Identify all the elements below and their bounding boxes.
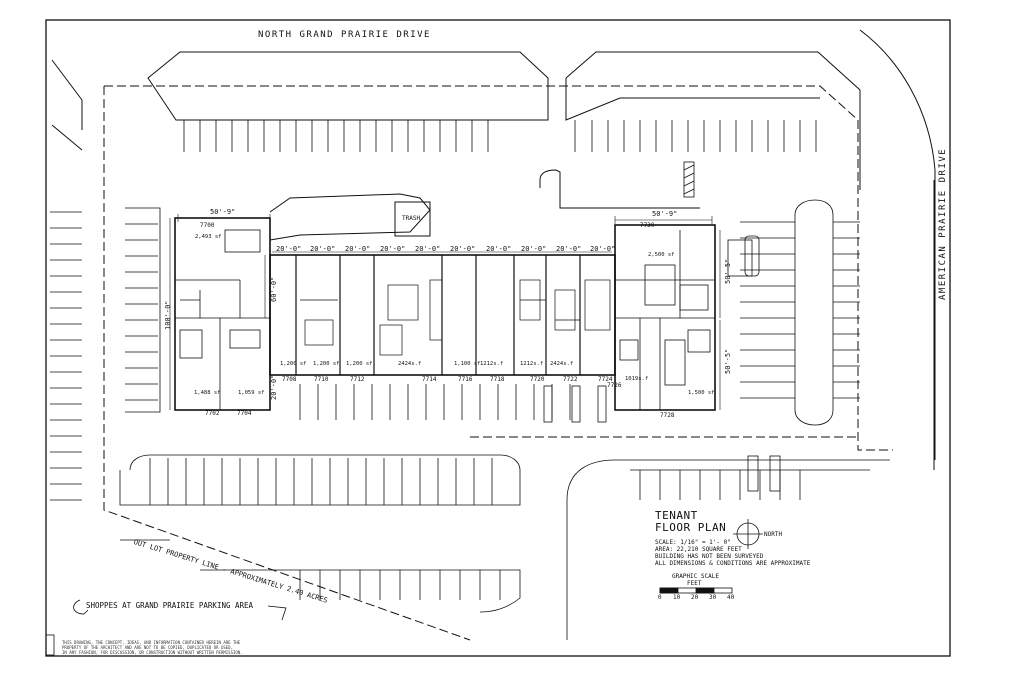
south-parking (119, 384, 890, 640)
north-label: NORTH (764, 531, 783, 538)
feet-label: FEET (687, 580, 702, 587)
unit-7714-area: 2424s.f (398, 361, 422, 367)
unit-7726-number: 7726 (607, 382, 622, 389)
parking-area-leader (73, 599, 287, 621)
unit-7712-number: 7712 (350, 376, 365, 383)
central-bay-walls (295, 255, 581, 375)
trash-enclosure-approach (269, 193, 431, 241)
unit-7708-number: 7708 (282, 376, 297, 383)
dimensions-note: ALL DIMENSIONS & CONDITIONS ARE APPROXIM… (655, 560, 811, 567)
central-bay-fixtures (300, 279, 611, 356)
building-east-wing (614, 224, 716, 411)
scale-tick: 0 (658, 594, 662, 601)
unit-7722-number: 7722 (563, 376, 578, 383)
property-line (103, 85, 893, 641)
unit-7720-number: 7720 (530, 376, 545, 383)
north-parking-stalls (183, 120, 817, 152)
west-wing-interior (175, 229, 270, 410)
building-west-wing (174, 217, 271, 411)
unit-7712-area: 1,200 sf (346, 361, 373, 367)
unit-7718-number: 7718 (490, 376, 505, 383)
disclaimer-line2: PROPERTY OF THE ARCHITECT AND ARE NOT TO… (62, 645, 233, 650)
north-parking-curb (51, 29, 936, 470)
unit-7724-number: 7724 (598, 376, 613, 383)
unit-7714-number: 7714 (422, 376, 437, 383)
graphic-scale-label: GRAPHIC SCALE (672, 573, 719, 580)
dim-bay: 20'-0" (590, 245, 616, 253)
title-line2: FLOOR PLAN (655, 521, 727, 534)
dim-east-depth-lower: 50'-5" (724, 348, 732, 374)
unit-7716-area: 1,100 sf (454, 361, 481, 367)
unit-7704-number: 7704 (237, 410, 252, 417)
dim-bay: 20'-0" (521, 245, 547, 253)
dim-bay: 20'-0" (310, 245, 336, 253)
dim-east-width: 50'-9" (652, 210, 678, 218)
dim-bay: 20'-0" (380, 245, 406, 253)
dim-east-depth-upper: 50'-5" (724, 258, 732, 284)
dim-bay: 20'-0" (276, 245, 302, 253)
unit-7720-area: 1212s.f (520, 361, 544, 367)
unit-7730-area: 2,500 sf (648, 252, 675, 258)
west-parking (50, 207, 161, 501)
dim-bay: 20'-0" (345, 245, 371, 253)
unit-7722-area: 2424s.f (550, 361, 574, 367)
north-drive (539, 169, 700, 209)
disclaimer-line3: IN ANY FASHION, FOR DISCUSSION, OR CONST… (62, 650, 243, 655)
dim-bay: 20'-0" (415, 245, 441, 253)
unit-7728-number: 7728 (660, 412, 675, 419)
dim-bay: 20'-0" (556, 245, 582, 253)
north-road-label: NORTH GRAND PRAIRIE DRIVE (258, 30, 431, 40)
dim-bay-depth: 60'-0" (270, 276, 278, 302)
scale-note: SCALE: 1/16" = 1'- 0" (655, 539, 731, 546)
scale-tick: 40 (727, 594, 735, 601)
unit-7702-number: 7702 (205, 410, 220, 417)
east-wing-interior (615, 230, 715, 410)
east-road-label: AMERICAN PRAIRIE DRIVE (938, 147, 948, 300)
parking-area-label: SHOPPES AT GRAND PRAIRIE PARKING AREA (86, 601, 254, 610)
unit-7704-area: 1,059 sf (238, 390, 265, 396)
trash-enclosure (394, 201, 431, 237)
unit-7700-number: 7700 (200, 222, 215, 229)
sheet-border (45, 19, 951, 657)
unit-7726-area: 1019s.f (625, 376, 649, 382)
dim-west-width: 50'-9" (210, 208, 236, 216)
east-parking (727, 199, 860, 426)
title-line1: TENANT (655, 509, 698, 522)
dim-front-setback: 20'-0" (270, 374, 278, 400)
dim-bay: 20'-0" (486, 245, 512, 253)
area-note: AREA: 22,210 SQUARE FEET (655, 546, 742, 553)
graphic-scale-bar (659, 587, 733, 594)
north-arrow (733, 519, 763, 549)
unit-7718-area: 1212s.f (480, 361, 504, 367)
unit-7716-number: 7716 (458, 376, 473, 383)
survey-note: BUILDING HAS NOT BEEN SURVEYED (655, 553, 764, 560)
disclaimer-line1: THIS DRAWING, THE CONCEPT, IDEAS, AND IN… (62, 640, 241, 645)
unit-7702-area: 1,488 sf (194, 390, 221, 396)
unit-7730-number: 7730 (640, 222, 655, 229)
unit-7710-area: 1,200 sf (313, 361, 340, 367)
trash-label: TRASH (402, 215, 421, 222)
unit-7728-area: 1,500 sf (688, 390, 715, 396)
scale-tick: 20 (691, 594, 699, 601)
scale-tick: 10 (673, 594, 681, 601)
dim-west-depth: 100'-0" (164, 300, 172, 330)
unit-7710-number: 7710 (314, 376, 329, 383)
dimension-lines (169, 214, 721, 410)
unit-7708-area: 1,200 sf (280, 361, 307, 367)
hatched-walls (45, 161, 781, 656)
unit-7700-area: 2,493 sf (195, 234, 222, 240)
dim-bay: 20'-0" (450, 245, 476, 253)
scale-tick: 30 (709, 594, 717, 601)
